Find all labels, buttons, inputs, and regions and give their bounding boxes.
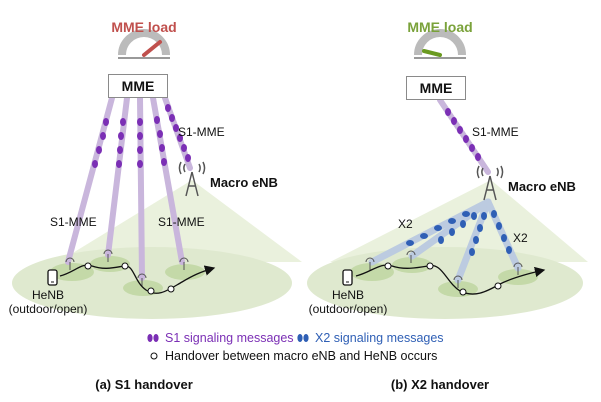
right-small-cell	[350, 263, 394, 281]
right-henb-antenna-icons	[365, 250, 523, 288]
left-load-title: MME load	[111, 19, 177, 35]
right-henb-label: HeNB	[331, 288, 365, 302]
right-macro-label: Macro eNB	[508, 179, 576, 194]
right-load-title: MME load	[407, 19, 473, 35]
legend-x2-marker	[297, 334, 309, 342]
legend-handover-marker	[150, 352, 158, 360]
right-x2-right-label: X2	[513, 231, 528, 245]
legend-handover-label: Handover between macro eNB and HeNB occu…	[165, 349, 438, 363]
left-handover-points	[84, 262, 175, 295]
left-macro-tower-icon	[178, 161, 206, 197]
left-small-cell	[165, 264, 205, 280]
legend-x2-label: X2 signaling messages	[315, 331, 444, 345]
left-macro-coverage	[58, 180, 302, 262]
left-s1-messages	[92, 104, 191, 168]
left-load-gauge	[118, 29, 170, 59]
right-mme-box: MME	[406, 76, 466, 100]
right-load-gauge	[414, 29, 466, 59]
left-small-cell	[50, 263, 94, 281]
right-s1-top-label: S1-MME	[472, 125, 519, 139]
right-caption: (b) X2 handover	[390, 377, 490, 392]
right-macro-tower-icon	[476, 165, 504, 201]
left-macro-label: Macro eNB	[210, 175, 278, 190]
right-x2-messages	[406, 210, 512, 256]
left-henb-label: HeNB	[31, 288, 65, 302]
left-phone-icon	[47, 269, 58, 286]
left-s1-right-label: S1-MME	[158, 215, 205, 229]
left-s1-left-label: S1-MME	[50, 215, 97, 229]
left-s1-top-label: S1-MME	[178, 125, 225, 139]
legend-s1-marker	[147, 334, 159, 342]
right-small-cell	[392, 257, 432, 273]
left-henb-type: (outdoor/open)	[8, 302, 88, 316]
left-henb-antenna-icons	[65, 249, 189, 286]
right-s1-messages	[445, 108, 481, 161]
right-handover-points	[384, 262, 502, 296]
right-phone-icon	[342, 269, 353, 286]
right-x2-left-label: X2	[398, 217, 413, 231]
right-henb-type: (outdoor/open)	[308, 302, 388, 316]
left-caption: (a) S1 handover	[95, 377, 193, 392]
legend-s1-label: S1 signaling messages	[165, 331, 294, 345]
left-mme-box: MME	[108, 74, 168, 98]
